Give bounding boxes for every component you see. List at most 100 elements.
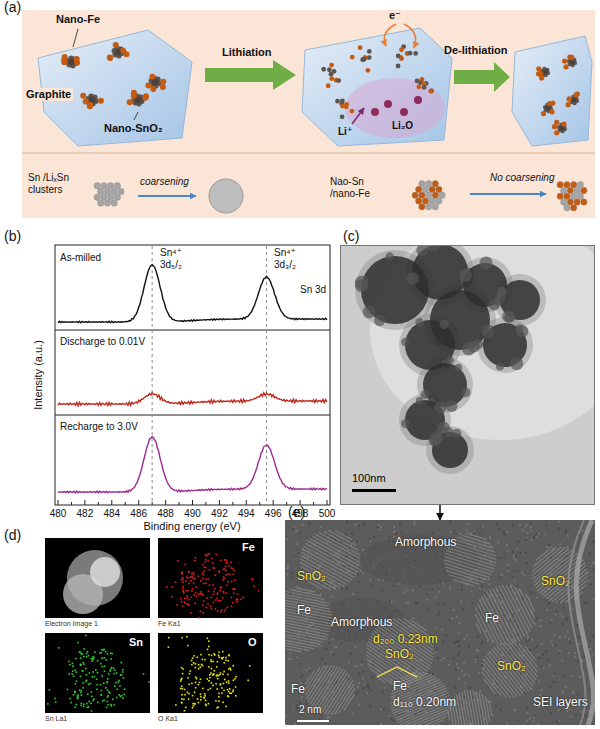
element-signal-dot: [192, 657, 194, 659]
image-noise: [592, 562, 594, 564]
image-noise: [458, 640, 460, 642]
image-noise: [551, 619, 553, 621]
image-noise: [468, 645, 470, 647]
image-noise: [309, 670, 311, 672]
image-noise: [297, 657, 299, 659]
element-signal-dot: [225, 592, 227, 594]
lattice-fringe: [515, 587, 534, 624]
element-signal-dot: [123, 694, 125, 696]
axis-tick: [165, 500, 166, 505]
image-noise: [504, 533, 506, 535]
image-noise: [549, 686, 551, 688]
image-noise: [528, 724, 530, 725]
element-signal-dot: [122, 669, 124, 671]
lattice-fringe: [309, 538, 359, 565]
element-signal-dot: [221, 692, 223, 694]
element-signal-dot: [209, 569, 211, 571]
element-signal-dot: [236, 601, 238, 603]
element-signal-dot: [113, 667, 115, 669]
fe-particle: [327, 67, 332, 72]
image-noise: [540, 620, 542, 622]
image-noise: [474, 661, 476, 663]
image-noise: [300, 676, 302, 678]
image-noise: [506, 722, 508, 724]
image-noise: [291, 705, 293, 707]
sno2-particle: [562, 58, 567, 63]
element-signal-dot: [214, 588, 216, 590]
axis-tick: [152, 502, 153, 505]
divider-line: [22, 152, 595, 154]
lattice-fringe: [305, 543, 357, 572]
element-signal-dot: [190, 580, 192, 582]
sno2-particle: [150, 86, 156, 92]
image-noise: [506, 544, 508, 546]
sno2-particle: [329, 76, 334, 81]
element-signal-dot: [205, 705, 207, 707]
nanoparticle: [574, 187, 580, 193]
element-signal-dot: [109, 670, 111, 672]
element-signal-dot: [223, 591, 225, 593]
image-noise: [546, 659, 548, 661]
element-signal-dot: [187, 595, 189, 597]
image-noise: [595, 523, 596, 525]
image-noise: [495, 705, 497, 707]
image-noise: [575, 714, 577, 716]
element-signal-dot: [218, 651, 220, 653]
element-signal-dot: [101, 694, 103, 696]
element-signal-dot: [181, 694, 183, 696]
element-signal-dot: [188, 698, 190, 700]
element-signal-dot: [122, 697, 124, 699]
element-signal-dot: [200, 654, 202, 656]
element-signal-dot: [114, 673, 116, 675]
element-signal-dot: [87, 693, 89, 695]
element-signal-dot: [222, 673, 224, 675]
nanoparticle: [429, 186, 435, 192]
image-noise: [479, 533, 481, 535]
image-noise: [334, 646, 336, 648]
image-noise: [362, 671, 364, 673]
image-noise: [437, 657, 439, 659]
image-noise: [290, 658, 292, 660]
image-noise: [459, 651, 461, 653]
element-signal-dot: [189, 576, 191, 578]
axis-tick: [205, 502, 206, 505]
element-signal-dot: [81, 694, 83, 696]
lattice-fringe: [307, 665, 329, 699]
map-tile: [45, 633, 150, 713]
element-signal-dot: [119, 685, 121, 687]
element-signal-dot: [211, 558, 213, 560]
image-noise: [516, 569, 518, 571]
element-signal-dot: [230, 562, 232, 564]
image-noise: [577, 660, 579, 662]
image-noise: [520, 552, 522, 554]
graphite-sheet: [302, 28, 452, 146]
lattice-fringe: [391, 676, 435, 695]
element-signal-dot: [195, 663, 197, 665]
image-noise: [513, 557, 515, 559]
li2o-particle: [371, 108, 379, 116]
image-noise: [515, 559, 517, 561]
axis-title: Intensity (a.u.): [32, 340, 45, 410]
element-signal-dot: [195, 557, 197, 559]
element-signal-dot: [188, 693, 190, 695]
image-noise: [589, 552, 591, 554]
curve-label: Discharge to 0.01V: [60, 336, 145, 348]
element-signal-dot: [208, 666, 210, 668]
image-noise: [319, 645, 321, 647]
li2o-particle: [414, 96, 422, 104]
element-signal-dot: [203, 697, 205, 699]
element-signal-dot: [212, 661, 214, 663]
image-noise: [454, 530, 456, 532]
image-noise: [537, 723, 539, 725]
sno2-particle: [563, 64, 568, 69]
element-signal-dot: [85, 681, 87, 683]
particle-grain: [401, 338, 409, 346]
sno2-particle: [536, 71, 541, 76]
element-signal-dot: [200, 591, 202, 593]
image-noise: [542, 653, 544, 655]
element-signal-dot: [217, 706, 219, 708]
element-signal-dot: [197, 698, 199, 700]
image-noise: [527, 531, 529, 533]
element-signal-dot: [211, 608, 213, 610]
element-signal-dot: [201, 659, 203, 661]
